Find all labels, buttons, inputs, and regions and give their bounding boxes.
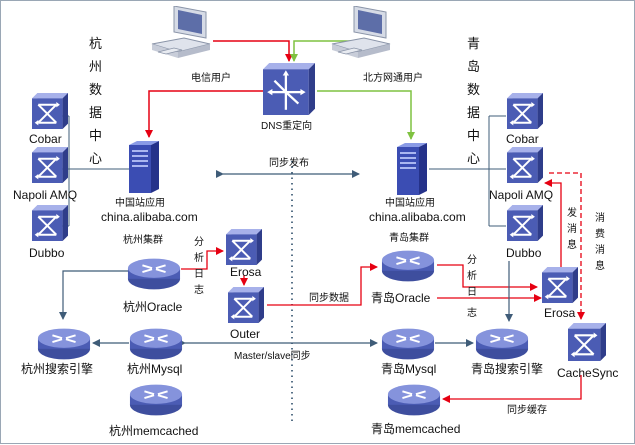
qd-dubbo-label: Dubbo (506, 246, 542, 260)
qd-oracle-to-erosa-line (437, 264, 538, 291)
telecom-user-computer-icon (151, 6, 211, 59)
qd-log-char: 志 (467, 306, 477, 319)
qd-oracle-router-icon (381, 249, 435, 283)
qd-cluster-label: 青岛集群 (389, 231, 429, 244)
hz-dubbo-label: Dubbo (29, 246, 65, 260)
qd-mysql-label: 青岛Mysql (381, 361, 436, 376)
hz-search-label: 杭州搜索引擎 (21, 361, 93, 376)
hangzhou-title-char: 据 (89, 105, 102, 120)
hz-oracle-router-icon (127, 257, 181, 291)
qingdao-title-char: 数 (467, 82, 480, 97)
outer-switch-icon (227, 287, 265, 323)
qd-mysql-router-icon (381, 327, 435, 361)
consume-msg-char: 消 (595, 211, 605, 224)
consume-msg-char: 消 (595, 243, 605, 256)
hz-oracle-to-erosa-line (181, 247, 224, 270)
qd-memcached-router-icon (387, 383, 441, 417)
qd-memcached-label: 青岛memcached (371, 421, 460, 436)
master-slave-label: Master/slave同步 (234, 350, 311, 362)
send-msg-char: 息 (567, 238, 577, 251)
north-to-dns-line (290, 40, 356, 62)
qd-search-label: 青岛搜索引擎 (471, 361, 543, 376)
hz-cobar-switch-icon (31, 93, 69, 129)
qingdao-title-char: 据 (467, 105, 480, 120)
send-msg-char: 消 (567, 222, 577, 235)
hangzhou-title-char: 数 (89, 82, 102, 97)
qd-log-char: 日 (467, 287, 477, 298)
hz-cluster-label: 杭州集群 (123, 233, 163, 246)
qingdao-title-char: 心 (467, 151, 480, 166)
hz-app-name: 中国站应用 (115, 196, 165, 209)
qd-cobar-switch-icon (506, 93, 544, 129)
hangzhou-title-char: 心 (89, 151, 102, 166)
telecom-to-dns-line (213, 40, 293, 62)
dns-to-qingdao-app-line (317, 90, 415, 140)
outer-to-qd-oracle-line (267, 263, 378, 306)
hz-log-char: 日 (194, 269, 204, 280)
hz-erosa-label: Erosa (230, 265, 262, 279)
consume-msg-char: 费 (595, 227, 605, 240)
sync-release-label: 同步发布 (269, 156, 309, 169)
sync-cache-label: 同步缓存 (507, 403, 547, 416)
hz-memcached-label: 杭州memcached (109, 423, 198, 438)
dns-router-icon (263, 63, 315, 115)
qd-napoli-label: Napoli AMQ (489, 188, 553, 202)
hangzhou-title: 杭 州 数 据 中 心 (89, 36, 102, 166)
telecom-user-label: 电信用户 (191, 71, 231, 84)
hz-mysql-router-icon (129, 327, 183, 361)
qd-log-char: 分 (467, 254, 477, 266)
qd-dubbo-switch-icon (506, 205, 544, 241)
hangzhou-title-char: 州 (89, 59, 102, 74)
qd-cobar-label: Cobar (506, 132, 539, 146)
hz-app-domain: china.alibaba.com (101, 210, 198, 224)
hz-app-server-icon (129, 141, 159, 193)
hz-log-char: 析 (194, 251, 204, 264)
cachesync-label: CacheSync (557, 366, 618, 380)
cachesync-switch-icon (567, 323, 607, 361)
hz-search-router-icon (37, 327, 91, 361)
hz-log-char: 分 (194, 236, 204, 248)
qingdao-title: 青 岛 数 据 中 心 (467, 36, 480, 166)
send-msg-char: 发 (567, 206, 577, 219)
qd-log-char: 析 (467, 269, 477, 282)
qingdao-title-char: 中 (467, 128, 480, 143)
hz-oracle-to-search-line (59, 270, 129, 320)
hz-oracle-label: 杭州Oracle (123, 299, 183, 314)
qd-erosa-switch-icon (541, 267, 579, 303)
qd-napoli-switch-icon (506, 147, 544, 183)
hz-cobar-label: Cobar (29, 132, 62, 146)
hz-log-char: 志 (194, 283, 204, 296)
qd-app-server-icon (397, 143, 427, 195)
hz-dubbo-switch-icon (31, 205, 69, 241)
hz-mysql-label: 杭州Mysql (127, 361, 182, 376)
dns-to-hangzhou-app-line (145, 90, 263, 138)
dns-label: DNS重定向 (261, 119, 312, 132)
north-user-label: 北方网通用户 (363, 71, 423, 84)
qd-oracle-label: 青岛Oracle (371, 290, 431, 305)
qingdao-title-char: 青 (467, 36, 480, 51)
outer-label: Outer (230, 327, 260, 341)
north-user-computer-icon (331, 6, 391, 59)
qd-search-router-icon (475, 327, 529, 361)
qingdao-title-char: 岛 (467, 59, 480, 74)
qd-erosa-to-napoli-line (544, 179, 562, 269)
consume-msg-char: 息 (595, 259, 605, 272)
hangzhou-title-char: 中 (89, 128, 102, 143)
qd-app-domain: china.alibaba.com (369, 210, 466, 224)
sync-data-label: 同步数据 (309, 291, 349, 304)
qd-erosa-label: Erosa (544, 306, 576, 320)
napoli-to-cachesync-line (549, 172, 585, 320)
hz-napoli-label: Napoli AMQ (13, 188, 77, 202)
hz-napoli-switch-icon (31, 147, 69, 183)
hangzhou-title-char: 杭 (89, 36, 102, 51)
qd-app-name: 中国站应用 (385, 196, 435, 209)
cachesync-to-memcached-line (442, 375, 582, 403)
hz-erosa-switch-icon (225, 229, 263, 265)
hz-memcached-router-icon (129, 383, 183, 417)
